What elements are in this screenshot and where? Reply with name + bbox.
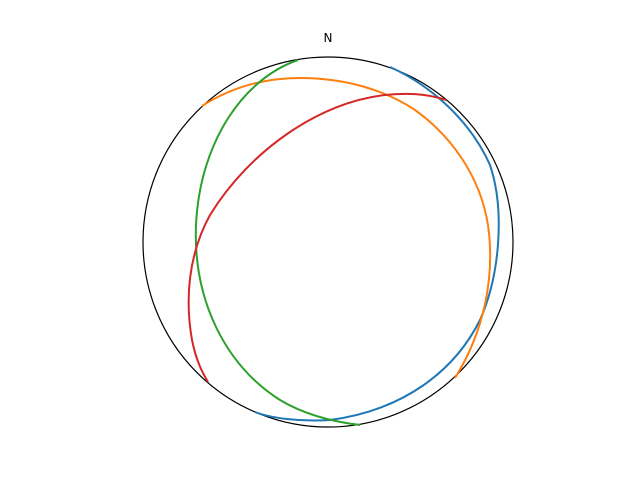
- great-circle-arc-green: [194, 59, 361, 426]
- great-circle-arc-orange: [201, 76, 492, 379]
- north-label: N: [324, 31, 333, 45]
- stereonet-primitive-circle: [142, 56, 514, 428]
- great-circle-arc-red: [187, 92, 447, 383]
